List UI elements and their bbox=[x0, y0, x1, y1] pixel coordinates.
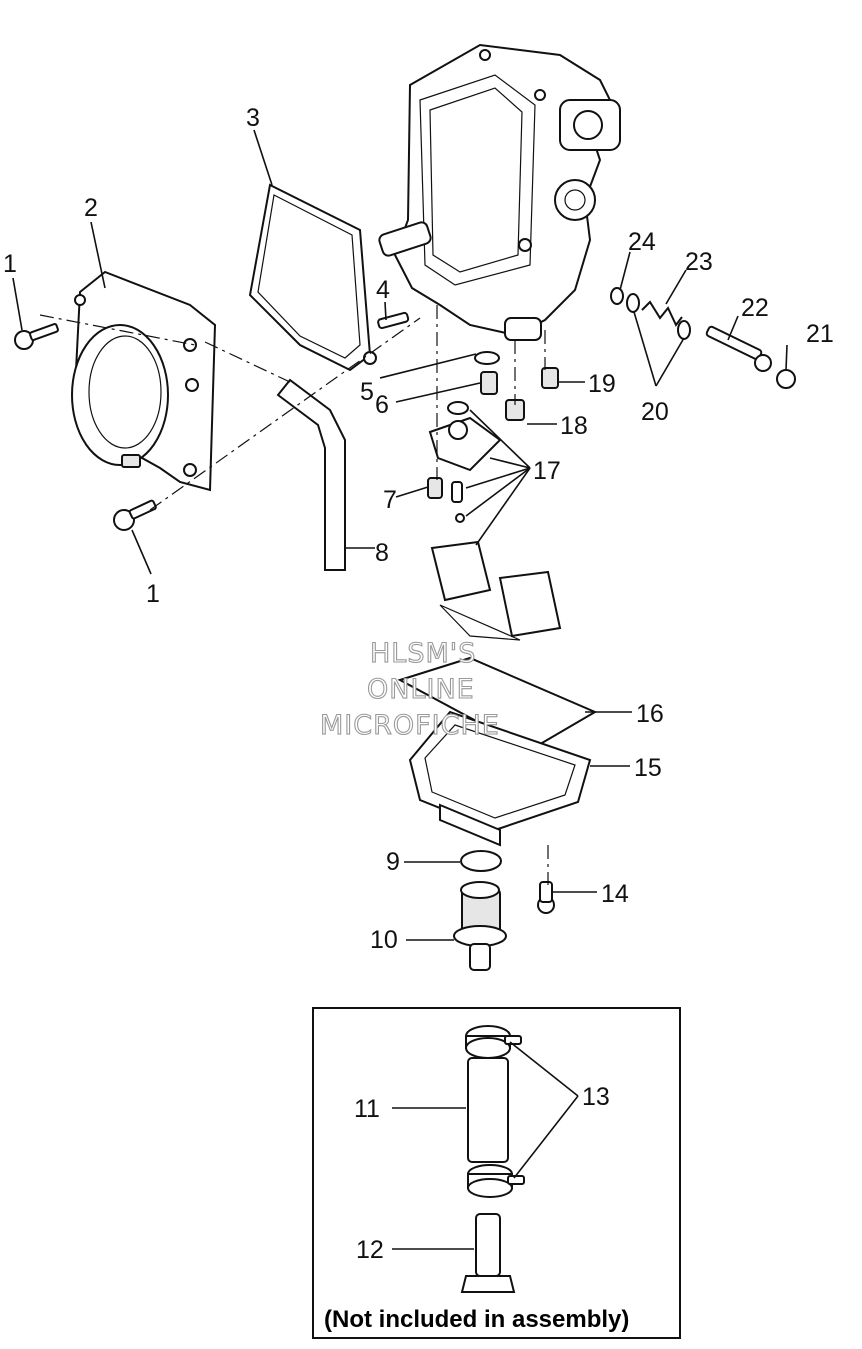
hose-clamp-upper bbox=[465, 1025, 522, 1059]
pilot-jet bbox=[541, 367, 559, 389]
inset-box: 11 13 12 (Not included in assembly) bbox=[312, 1007, 681, 1339]
callout-1-lower: 1 bbox=[146, 580, 160, 608]
centerline-2 bbox=[149, 317, 421, 511]
callout-7: 7 bbox=[383, 486, 397, 514]
callout-13: 13 bbox=[582, 1083, 610, 1111]
callout-19: 19 bbox=[588, 370, 616, 398]
screw-lower bbox=[113, 499, 157, 531]
centerline-3 bbox=[204, 341, 291, 383]
callout-5: 5 bbox=[360, 378, 374, 406]
leader-lines bbox=[12, 129, 788, 941]
callout-1-upper: 1 bbox=[3, 250, 17, 278]
callout-9: 9 bbox=[386, 848, 400, 876]
tube bbox=[467, 1057, 509, 1163]
callout-2: 2 bbox=[84, 194, 98, 222]
callout-21: 21 bbox=[806, 320, 834, 348]
cap-nut bbox=[776, 369, 796, 389]
float-bowl bbox=[408, 710, 592, 847]
main-jet bbox=[480, 371, 498, 395]
callout-8: 8 bbox=[375, 539, 389, 567]
callout-17: 17 bbox=[533, 457, 561, 485]
hose bbox=[276, 378, 346, 571]
callout-14: 14 bbox=[601, 880, 629, 908]
callout-6: 6 bbox=[375, 391, 389, 419]
watermark-line-1: HLSM'S bbox=[370, 638, 476, 669]
callout-4: 4 bbox=[376, 276, 390, 304]
gasket bbox=[248, 183, 377, 372]
callout-18: 18 bbox=[560, 412, 588, 440]
drain-screw bbox=[537, 881, 555, 914]
callout-23: 23 bbox=[685, 248, 713, 276]
fitting bbox=[460, 1213, 516, 1293]
callout-11: 11 bbox=[354, 1095, 380, 1123]
callout-15: 15 bbox=[634, 754, 662, 782]
bowl-fitting bbox=[453, 881, 507, 971]
callout-22: 22 bbox=[741, 294, 769, 322]
inset-note: (Not included in assembly) bbox=[324, 1306, 629, 1333]
hose-clamp-lower bbox=[467, 1164, 525, 1198]
washer bbox=[474, 351, 500, 365]
screw-upper bbox=[14, 323, 59, 350]
washer-20-lower bbox=[677, 320, 691, 340]
float bbox=[430, 540, 562, 641]
adjusting-screw bbox=[705, 325, 772, 372]
washer-24 bbox=[610, 287, 624, 305]
watermark-line-2: ONLINE bbox=[367, 674, 475, 705]
callout-3: 3 bbox=[246, 104, 260, 132]
spring bbox=[641, 300, 683, 327]
o-ring bbox=[460, 850, 502, 872]
needle-valve-assembly bbox=[428, 401, 502, 523]
intake-cover bbox=[71, 270, 217, 492]
carburetor-body bbox=[378, 43, 621, 341]
callout-24: 24 bbox=[628, 228, 656, 256]
callout-12: 12 bbox=[356, 1236, 384, 1264]
watermark-line-3: MICROFICHE bbox=[320, 710, 500, 741]
callout-10: 10 bbox=[370, 926, 398, 954]
callout-16: 16 bbox=[636, 700, 664, 728]
washer-20-upper bbox=[626, 293, 640, 313]
screw-float bbox=[427, 477, 443, 499]
callout-20: 20 bbox=[641, 398, 669, 426]
pin bbox=[377, 311, 410, 330]
